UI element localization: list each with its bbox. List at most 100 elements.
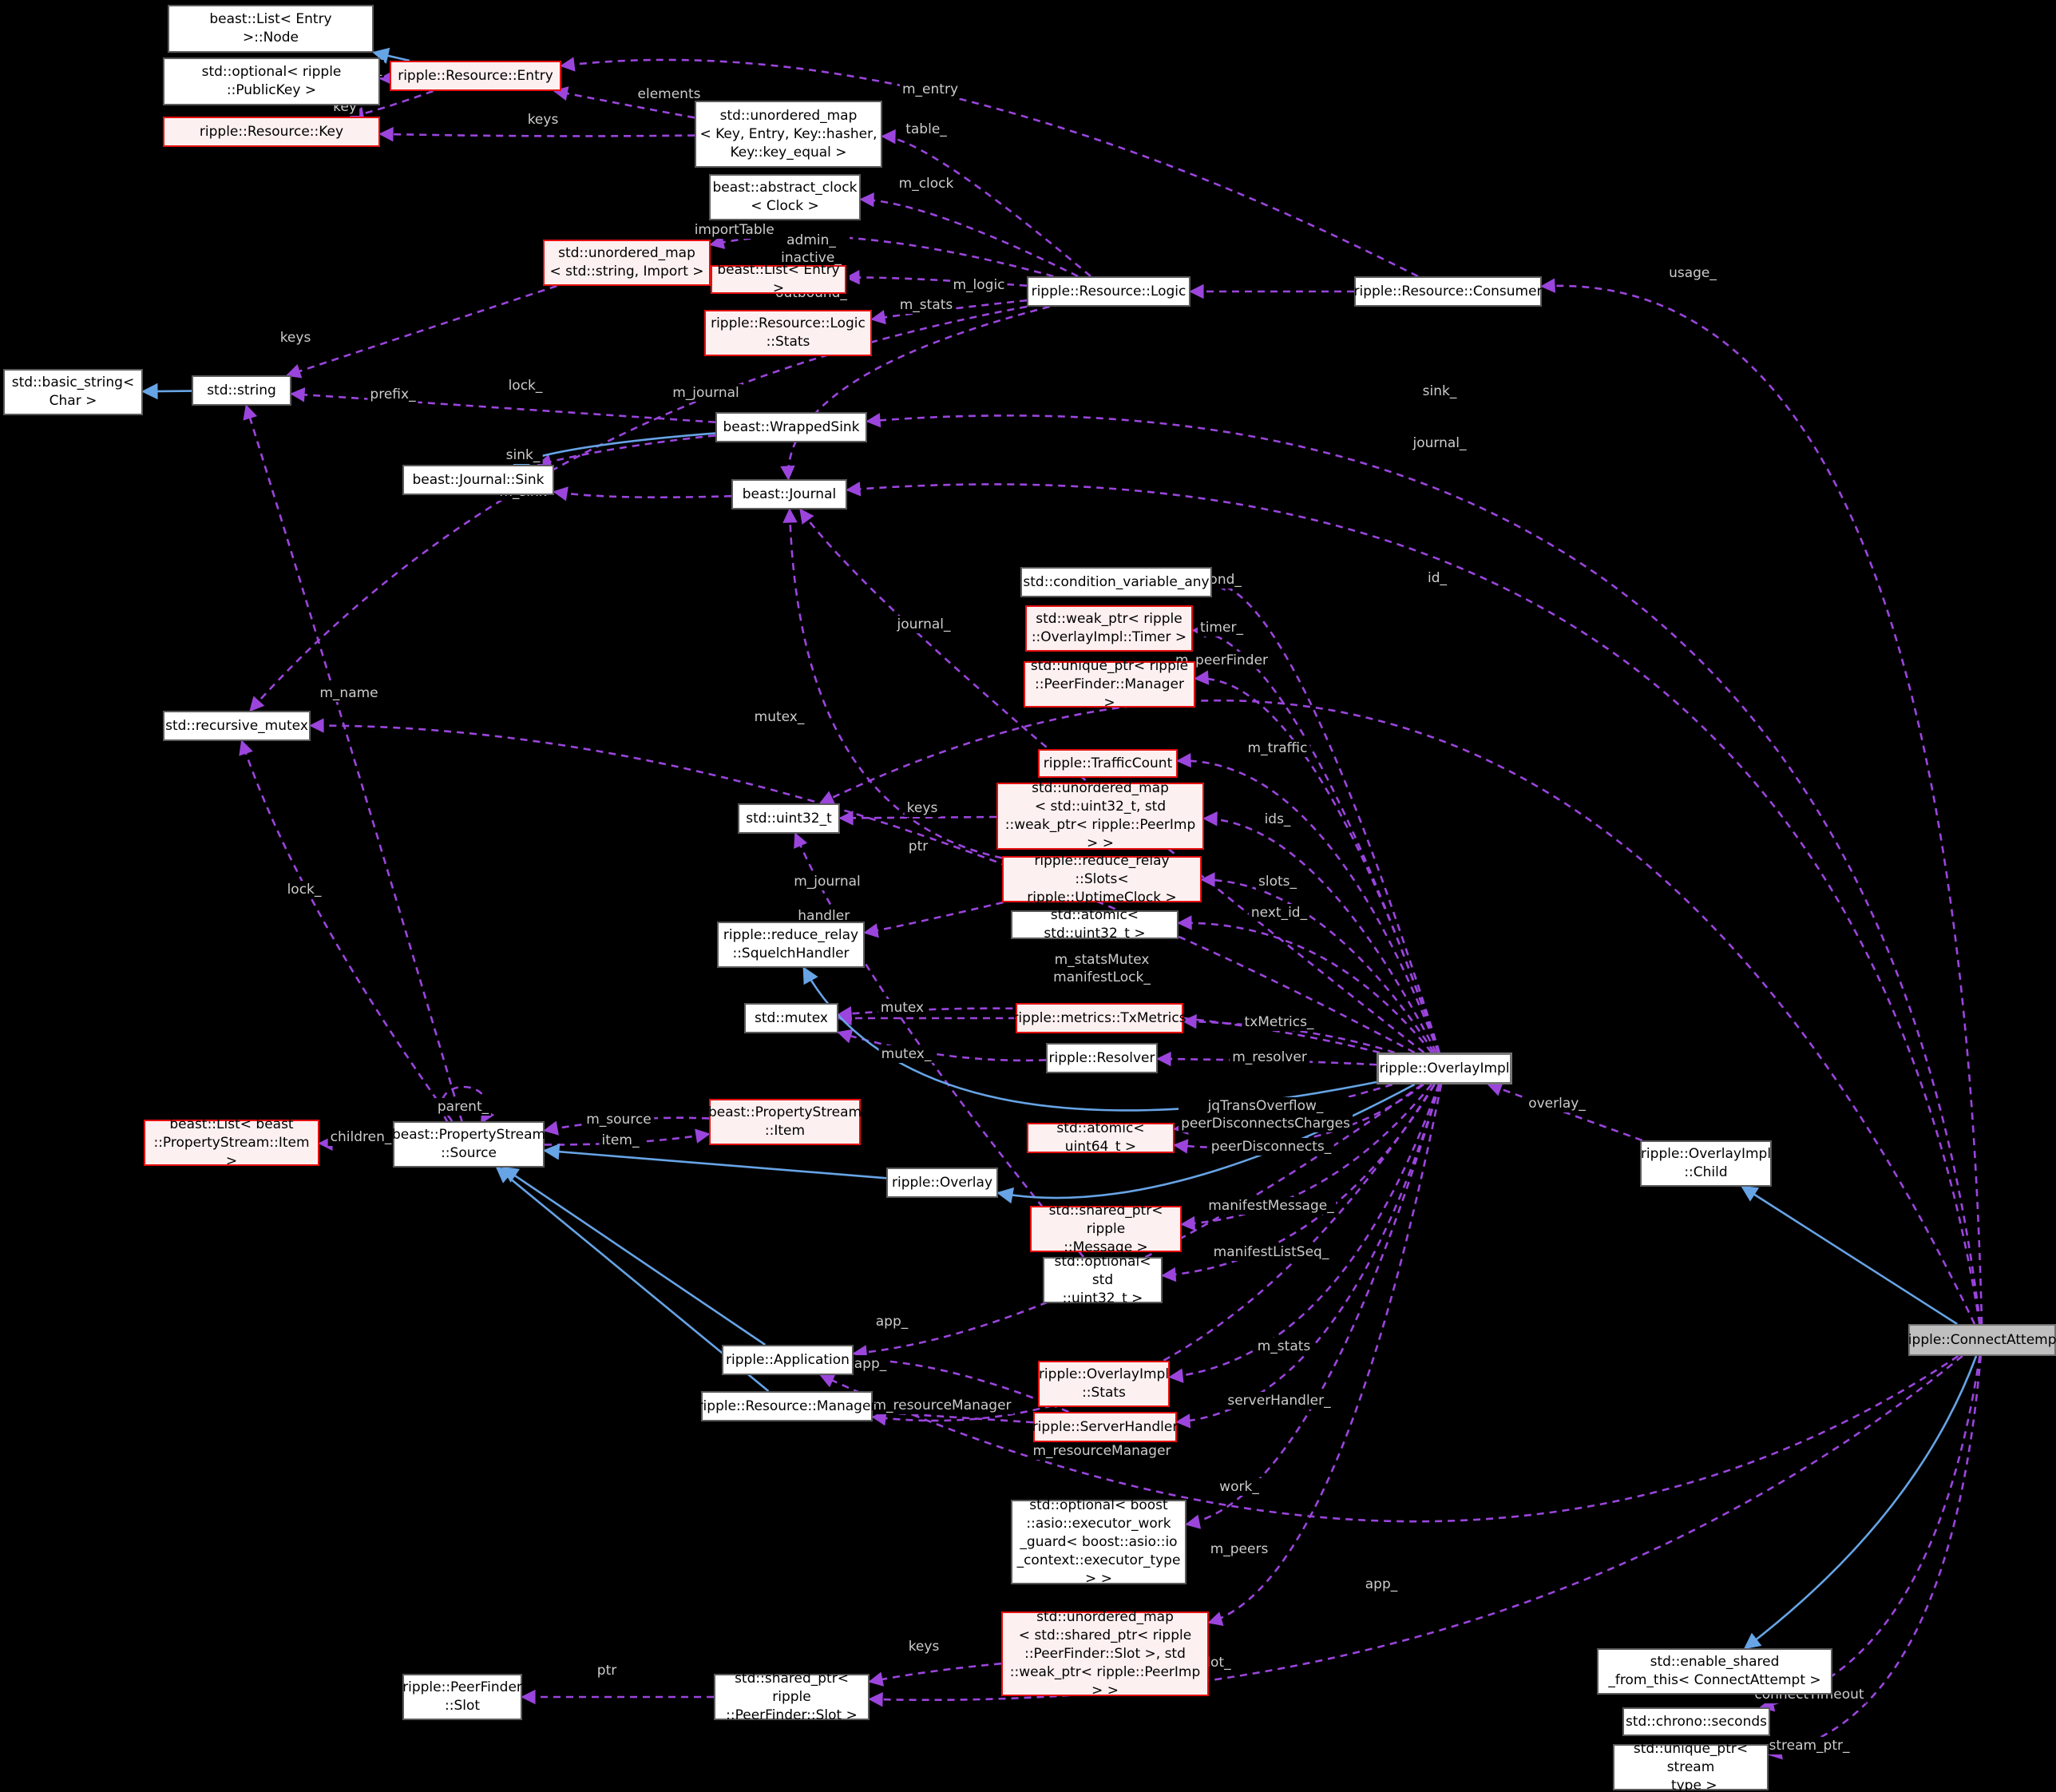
edge-label-m_resolver: m_resolver xyxy=(1230,1049,1309,1066)
edge-label-lock_: lock_ xyxy=(284,881,324,898)
edge-application-to-ps_source xyxy=(501,1166,767,1346)
node-overlay_impl_stats[interactable]: ripple::OverlayImpl ::Stats xyxy=(1038,1361,1170,1407)
edge-resource_entry-to-list_entry_node xyxy=(371,47,410,64)
edge-label-ptr: ptr xyxy=(905,838,931,855)
edge-label-parent_: parent_ xyxy=(434,1098,492,1116)
edge-label-journal_: journal_ xyxy=(1410,434,1469,452)
edge-connect_attempt-to-unique_ptr_stream xyxy=(1767,1355,1983,1760)
node-traffic_count[interactable]: ripple::TrafficCount xyxy=(1038,749,1178,778)
edge-connect_attempt-to-uint32 xyxy=(818,699,1976,1325)
edge-connect_attempt-to-chrono_seconds xyxy=(1759,1355,1981,1712)
edge-label-journal_: journal_ xyxy=(894,616,953,633)
node-list_entry_node[interactable]: beast::List< Entry >::Node xyxy=(168,5,374,53)
edge-overlay_impl_child-to-overlay_impl xyxy=(1487,1082,1643,1142)
node-umap_slot_peerimp[interactable]: std::unordered_map < std::shared_ptr< ri… xyxy=(1001,1609,1209,1699)
node-shared_ptr_message[interactable]: std::shared_ptr< ripple ::Message > xyxy=(1030,1203,1182,1255)
node-application[interactable]: ripple::Application xyxy=(722,1345,854,1375)
edge-resource_logic-to-journal xyxy=(780,305,1050,481)
node-resolver[interactable]: ripple::Resolver xyxy=(1046,1043,1158,1073)
edge-std_string-to-basic_string xyxy=(141,383,192,400)
node-overlay_impl_child[interactable]: ripple::OverlayImpl ::Child xyxy=(1640,1140,1772,1187)
edge-overlay-to-ps_source xyxy=(542,1143,887,1179)
node-resource_consumer[interactable]: ripple::Resource::Consumer xyxy=(1353,276,1543,307)
node-ps_item[interactable]: beast::PropertyStream ::Item xyxy=(708,1099,862,1145)
node-enable_shared[interactable]: std::enable_shared _from_this< ConnectAt… xyxy=(1597,1648,1832,1695)
edge-umap_key_entry-to-resource_key xyxy=(378,126,695,142)
node-std_string[interactable]: std::string xyxy=(192,375,291,406)
node-umap_uint32_peerimp[interactable]: std::unordered_map < std::uint32_t, std … xyxy=(996,780,1204,851)
node-atomic_uint32[interactable]: std::atomic< std::uint32_t > xyxy=(1011,907,1179,942)
edge-umap_uint32_peerimp-to-uint32 xyxy=(838,811,997,826)
edge-label-peerDisconnects_: peerDisconnects_ xyxy=(1208,1138,1334,1156)
node-peerfinder_slot[interactable]: ripple::PeerFinder ::Slot xyxy=(402,1674,522,1720)
edge-overlay_impl-to-squelch_handler xyxy=(802,966,1377,1112)
edge-label-keys: keys xyxy=(904,799,941,817)
edge-label-keys: keys xyxy=(905,1638,942,1655)
node-shared_ptr_slot[interactable]: std::shared_ptr< ripple ::PeerFinder::Sl… xyxy=(714,1671,870,1723)
node-atomic_uint64[interactable]: std::atomic< uint64_t > xyxy=(1027,1120,1175,1155)
edge-ps_source-to-recursive_mutex xyxy=(239,739,454,1122)
node-uint32[interactable]: std::uint32_t xyxy=(738,803,840,834)
node-optional_uint32[interactable]: std::optional< std ::uint32_t > xyxy=(1043,1254,1163,1306)
node-basic_string[interactable]: std::basic_string< Char > xyxy=(3,369,143,415)
node-overlay_impl[interactable]: ripple::OverlayImpl xyxy=(1377,1053,1512,1084)
edge-resource_logic-to-logic_stats xyxy=(870,299,1028,325)
edge-label-m_journal: m_journal xyxy=(670,384,742,402)
node-overlay[interactable]: ripple::Overlay xyxy=(886,1168,998,1198)
node-resource_key[interactable]: ripple::Resource::Key xyxy=(163,117,380,147)
edge-label-m_entry: m_entry xyxy=(899,81,961,98)
edge-label-overlay_: overlay_ xyxy=(1526,1095,1588,1112)
edge-overlay_impl-to-server_handler xyxy=(1175,1084,1441,1429)
node-server_handler[interactable]: ripple::ServerHandler xyxy=(1032,1412,1178,1442)
edge-label-m_journal: m_journal xyxy=(791,873,863,890)
node-ps_source[interactable]: beast::PropertyStream ::Source xyxy=(392,1121,545,1168)
edge-journal-to-journal_sink xyxy=(553,486,732,502)
node-unique_ptr_peerfinder_manager[interactable]: std::unique_ptr< ripple ::PeerFinder::Ma… xyxy=(1024,658,1195,711)
node-list_ps_item[interactable]: beast::List< beast ::PropertyStream::Ite… xyxy=(144,1116,319,1169)
node-optional_work_guard[interactable]: std::optional< boost ::asio::executor_wo… xyxy=(1011,1497,1186,1587)
edge-wrapped_sink-to-std_string xyxy=(290,387,716,423)
edge-label-keys: keys xyxy=(277,329,314,347)
node-condition_variable_any[interactable]: std::condition_variable_any xyxy=(1020,567,1212,597)
node-logic_stats[interactable]: ripple::Resource::Logic ::Stats xyxy=(704,310,872,356)
edge-label-ids_: ids_ xyxy=(1262,811,1293,828)
node-umap_string_import[interactable]: std::unordered_map < std::string, Import… xyxy=(543,240,711,286)
edge-label-handler_: handler_ xyxy=(795,907,859,925)
node-unique_ptr_stream[interactable]: std::unique_ptr< stream _type > xyxy=(1613,1741,1769,1792)
edge-overlay_impl-to-atomic_uint32 xyxy=(1177,915,1432,1053)
node-resource_logic[interactable]: ripple::Resource::Logic xyxy=(1027,276,1190,307)
edge-label-m_resourceManager: m_resourceManager xyxy=(870,1397,1014,1414)
node-journal[interactable]: beast::Journal xyxy=(731,479,847,509)
edge-label-work_: work_ xyxy=(1217,1478,1262,1496)
node-reduce_relay_slots[interactable]: ripple::reduce_relay ::Slots< ripple::Up… xyxy=(1002,853,1202,906)
edge-overlay_impl-to-weak_ptr_timer xyxy=(1191,623,1440,1053)
node-recursive_mutex[interactable]: std::recursive_mutex xyxy=(163,711,311,741)
edge-label-m_peerFinder: m_peerFinder xyxy=(1172,652,1271,669)
edge-label-id_: id_ xyxy=(1424,569,1450,587)
edge-label-m_statsMutex-manifestLock_: m_statsMutex manifestLock_ xyxy=(1051,951,1153,986)
node-weak_ptr_timer[interactable]: std::weak_ptr< ripple ::OverlayImpl::Tim… xyxy=(1025,605,1193,652)
node-journal_sink[interactable]: beast::Journal::Sink xyxy=(402,465,554,495)
node-resource_manager[interactable]: ripple::Resource::Manager xyxy=(698,1391,876,1421)
node-squelch_handler[interactable]: ripple::reduce_relay ::SquelchHandler xyxy=(717,922,865,968)
edge-label-ptr: ptr xyxy=(594,1662,620,1679)
node-umap_key_entry[interactable]: std::unordered_map < Key, Entry, Key::ha… xyxy=(695,101,882,168)
node-chrono_seconds[interactable]: std::chrono::seconds xyxy=(1622,1707,1770,1736)
edge-overlay_impl-to-shared_ptr_message xyxy=(1180,1084,1432,1231)
edge-overlay_impl-to-resource_manager xyxy=(871,1084,1436,1426)
edge-label-keys: keys xyxy=(525,111,561,129)
edge-connect_attempt-to-enable_shared xyxy=(1743,1355,1978,1650)
node-abstract_clock[interactable]: beast::abstract_clock < Clock > xyxy=(709,174,861,220)
node-optional_publickey[interactable]: std::optional< ripple ::PublicKey > xyxy=(163,57,380,105)
edge-label-m_clock: m_clock xyxy=(896,175,957,192)
node-list_entry[interactable]: beast::List< Entry > xyxy=(711,262,846,296)
node-tx_metrics[interactable]: ripple::metrics::TxMetrics xyxy=(1012,1003,1186,1033)
node-std_mutex[interactable]: std::mutex xyxy=(744,1003,838,1033)
node-wrapped_sink[interactable]: beast::WrappedSink xyxy=(715,412,867,442)
edge-label-jqTransOverflow_-peerDisconnectsCharges: jqTransOverflow_ peerDisconnectsCharges xyxy=(1179,1097,1353,1132)
edge-resource_logic-to-umap_key_entry xyxy=(881,129,1091,277)
node-connect_attempt[interactable]: ripple::ConnectAttempt xyxy=(1903,1324,2056,1356)
edge-label-m_traffic: m_traffic xyxy=(1245,739,1310,757)
node-resource_entry[interactable]: ripple::Resource::Entry xyxy=(390,61,561,91)
